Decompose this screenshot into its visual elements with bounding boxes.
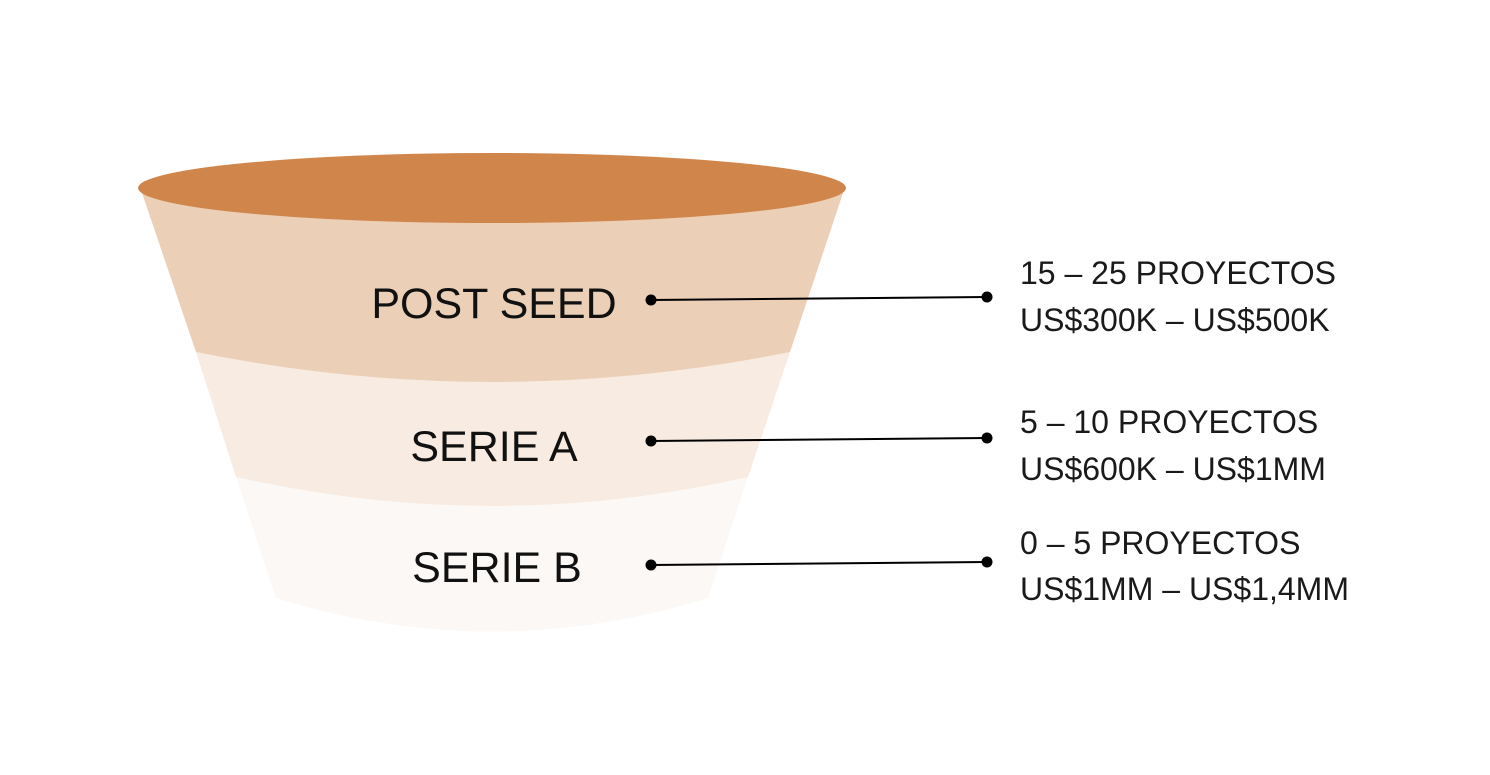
info-block-post-seed: 15 – 25 PROYECTOS US$300K – US$500K [1020,255,1336,338]
info-amount-serie-a: US$600K – US$1MM [1020,451,1326,487]
stage-label-post-seed: POST SEED [371,280,616,328]
stage-label-serie-a: SERIE A [410,423,578,471]
info-amount-serie-b: US$1MM – US$1,4MM [1020,571,1349,607]
info-amount-post-seed: US$300K – US$500K [1020,302,1330,338]
info-block-serie-b: 0 – 5 PROYECTOS US$1MM – US$1,4MM [1020,525,1349,607]
connector-dot-start [645,435,657,447]
connector-dot-end [981,291,993,303]
connector-serie-b [645,556,993,571]
funnel-band-post-seed [140,187,845,382]
info-projects-serie-b: 0 – 5 PROYECTOS [1020,525,1300,561]
connector-dot-end [981,432,993,444]
funnel-band-serie-a [196,352,790,506]
connector-serie-a [645,432,993,447]
info-block-serie-a: 5 – 10 PROYECTOS US$600K – US$1MM [1020,404,1326,487]
funnel-band-serie-b [236,477,748,632]
connector-dot-start [645,294,657,306]
info-projects-serie-a: 5 – 10 PROYECTOS [1020,404,1318,440]
connector-post-seed [645,291,993,306]
funnel-rim [138,153,846,223]
connector-dot-end [981,556,993,568]
stage-label-serie-b: SERIE B [412,544,582,592]
connector-dot-start [645,559,657,571]
info-projects-post-seed: 15 – 25 PROYECTOS [1020,255,1336,291]
